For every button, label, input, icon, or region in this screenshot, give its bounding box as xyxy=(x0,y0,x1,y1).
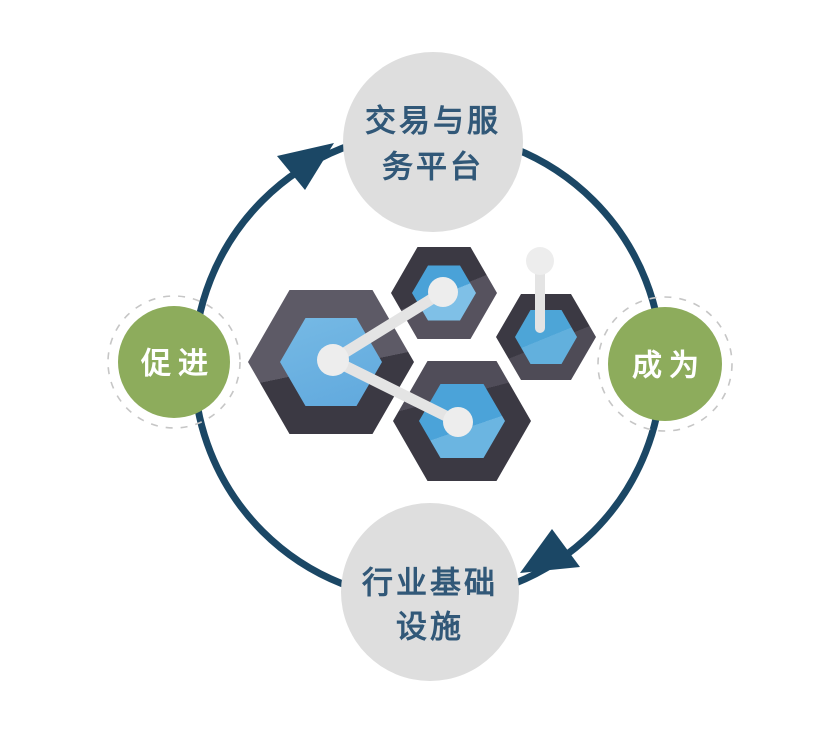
hexagon-small-inner xyxy=(515,310,577,364)
arrow-down-left-icon xyxy=(520,529,580,573)
pin-head-node xyxy=(526,247,554,275)
node-right-circle xyxy=(608,307,722,421)
network-node-top xyxy=(428,277,458,307)
node-bottom-label-line2: 设施 xyxy=(396,610,464,645)
node-right-label: 成为 xyxy=(632,350,706,383)
connector-line-top xyxy=(327,286,449,366)
arrow-up-right-icon xyxy=(277,143,334,190)
node-bottom-label-line1: 行业基础 xyxy=(361,566,498,601)
connector-line-bottom xyxy=(327,354,464,428)
hexagon-network-icon xyxy=(248,247,596,481)
node-left-label: 促进 xyxy=(140,348,215,381)
node-left-circle xyxy=(118,306,230,418)
node-left: 促进 xyxy=(107,295,241,429)
node-right: 成为 xyxy=(597,296,733,432)
node-bottom: 行业基础 设施 xyxy=(341,503,519,681)
network-node-big xyxy=(317,344,349,376)
node-right-dashed-ring xyxy=(597,296,733,432)
node-top-label-line1: 交易与服 xyxy=(365,104,501,139)
node-top-label-line2: 务平台 xyxy=(382,150,484,185)
node-bottom-circle xyxy=(341,503,519,681)
node-top: 交易与服 务平台 xyxy=(343,52,523,232)
node-top-circle xyxy=(343,52,523,232)
network-node-bottom xyxy=(443,407,473,437)
node-left-dashed-ring xyxy=(107,295,241,429)
